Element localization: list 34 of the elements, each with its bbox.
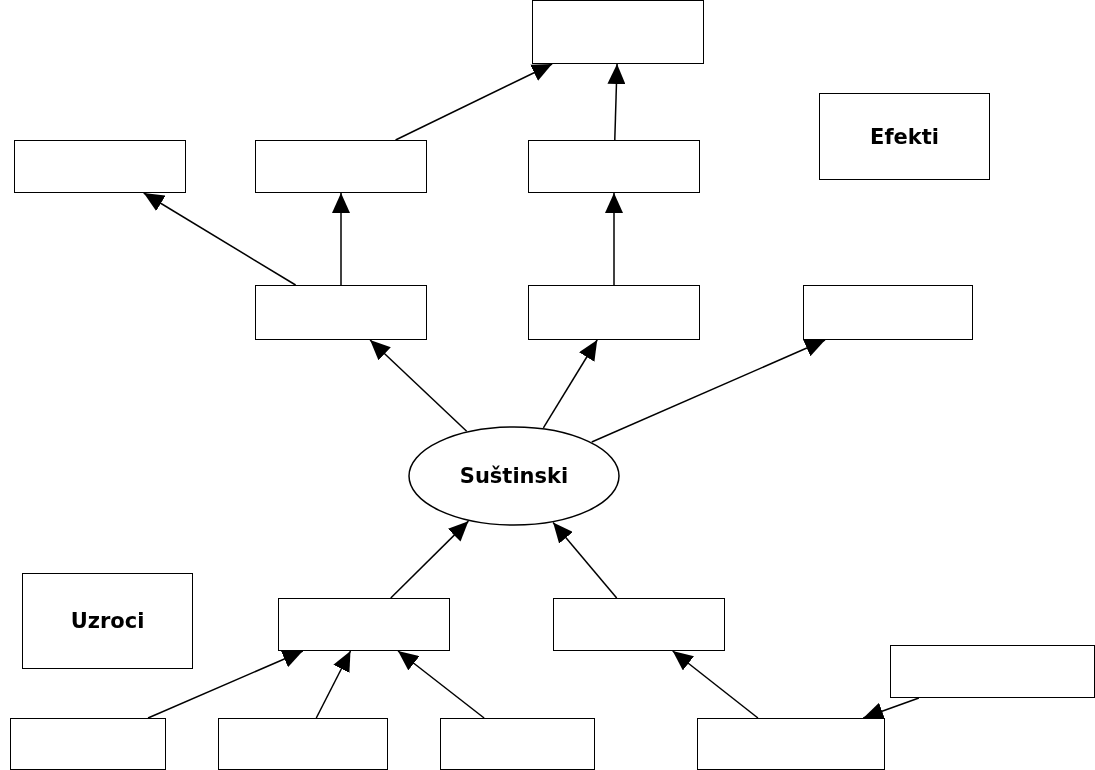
- empty-box: [528, 285, 700, 340]
- arrow: [607, 63, 626, 141]
- empty-box: [697, 718, 885, 770]
- arrow: [315, 650, 352, 719]
- empty-box: [218, 718, 388, 770]
- label-box: [22, 573, 193, 669]
- arrow: [591, 339, 826, 443]
- arrow: [605, 192, 623, 286]
- empty-box: [532, 0, 704, 64]
- empty-box: [440, 718, 595, 770]
- arrow: [390, 520, 470, 599]
- arrow: [143, 192, 297, 286]
- arrow: [862, 697, 920, 720]
- empty-box: [278, 598, 450, 651]
- empty-box: [14, 140, 186, 193]
- arrow: [394, 63, 553, 141]
- node-label: Uzroci: [70, 609, 145, 633]
- arrow: [397, 650, 485, 719]
- node-label: Efekti: [870, 124, 939, 149]
- empty-box: [255, 140, 427, 193]
- node-label: Suštinski: [459, 464, 569, 488]
- arrow: [332, 192, 350, 286]
- arrow: [147, 650, 304, 719]
- arrow: [671, 650, 759, 719]
- empty-box: [255, 285, 427, 340]
- empty-box: [10, 718, 166, 770]
- label-box: [819, 93, 990, 180]
- empty-box: [803, 285, 973, 340]
- arrow: [369, 339, 468, 432]
- arrow: [542, 339, 598, 429]
- empty-box: [890, 645, 1095, 698]
- empty-box: [528, 140, 700, 193]
- arrow: [552, 521, 618, 599]
- empty-box: [553, 598, 725, 651]
